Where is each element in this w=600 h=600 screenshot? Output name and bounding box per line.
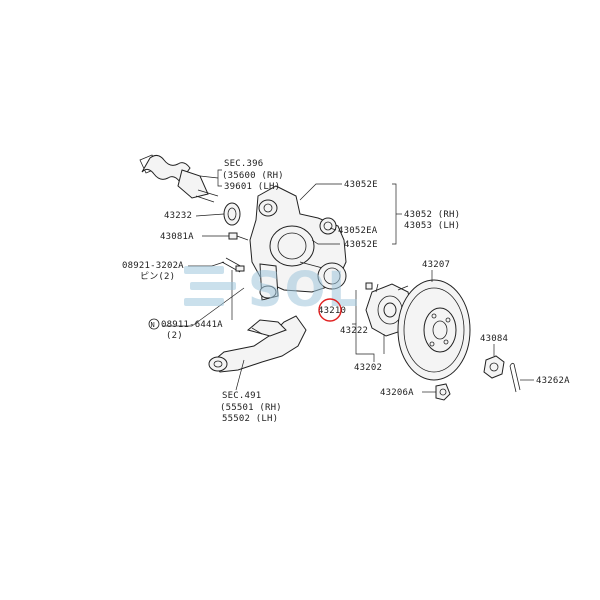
label-08911: 08911-6441A xyxy=(161,320,223,330)
label-43052: 43052 (RH) xyxy=(404,210,460,220)
label-43206a: 43206A xyxy=(380,388,414,398)
watermark: SOL xyxy=(184,262,360,318)
highlight-circle xyxy=(318,298,342,322)
drive-shaft xyxy=(139,154,219,203)
label-sec396: SEC.396 xyxy=(224,159,263,169)
label-08921: 08921-3202A xyxy=(122,261,184,271)
label-55501: (55501 (RH) xyxy=(220,403,282,413)
label-43081a: 43081A xyxy=(160,232,194,242)
label-43053: 43053 (LH) xyxy=(404,221,460,231)
pins xyxy=(221,257,245,273)
label-55502: 55502 (LH) xyxy=(222,414,278,424)
watermark-text: SOL xyxy=(248,262,360,318)
label-39601: 39601 (LH) xyxy=(224,182,280,192)
label-08921-qty: ピン(2) xyxy=(140,271,175,282)
label-43210: 43210 xyxy=(318,306,346,316)
bolt xyxy=(228,232,249,241)
label-43052ea: 43052EA xyxy=(338,226,378,236)
part-labels: SEC.396 (35600 (RH) 39601 (LH) 43232 430… xyxy=(122,159,570,424)
wheel-bearing xyxy=(317,262,347,290)
hub-nut xyxy=(483,355,505,379)
brake-rotor xyxy=(397,279,471,381)
cotter-pin xyxy=(509,362,521,393)
label-43052e-top: 43052E xyxy=(344,180,378,190)
oil-seal xyxy=(223,202,241,226)
lower-control-arm xyxy=(208,315,307,373)
wheel-nut xyxy=(435,383,451,401)
label-08911-qty: (2) xyxy=(166,331,183,341)
leader-lines xyxy=(162,169,534,393)
n-symbol-circle xyxy=(148,318,160,330)
label-n-symbol: N xyxy=(151,321,155,329)
label-43262a: 43262A xyxy=(536,376,570,386)
label-43052e-bottom: 43052E xyxy=(344,240,378,250)
label-43207: 43207 xyxy=(422,260,450,270)
label-43232: 43232 xyxy=(164,211,192,221)
label-43222: 43222 xyxy=(340,326,368,336)
label-sec491: SEC.491 xyxy=(222,391,261,401)
knuckle-housing xyxy=(249,185,347,301)
label-35600: (35600 (RH) xyxy=(222,171,284,181)
label-43202: 43202 xyxy=(354,363,382,373)
label-43084: 43084 xyxy=(480,334,508,344)
